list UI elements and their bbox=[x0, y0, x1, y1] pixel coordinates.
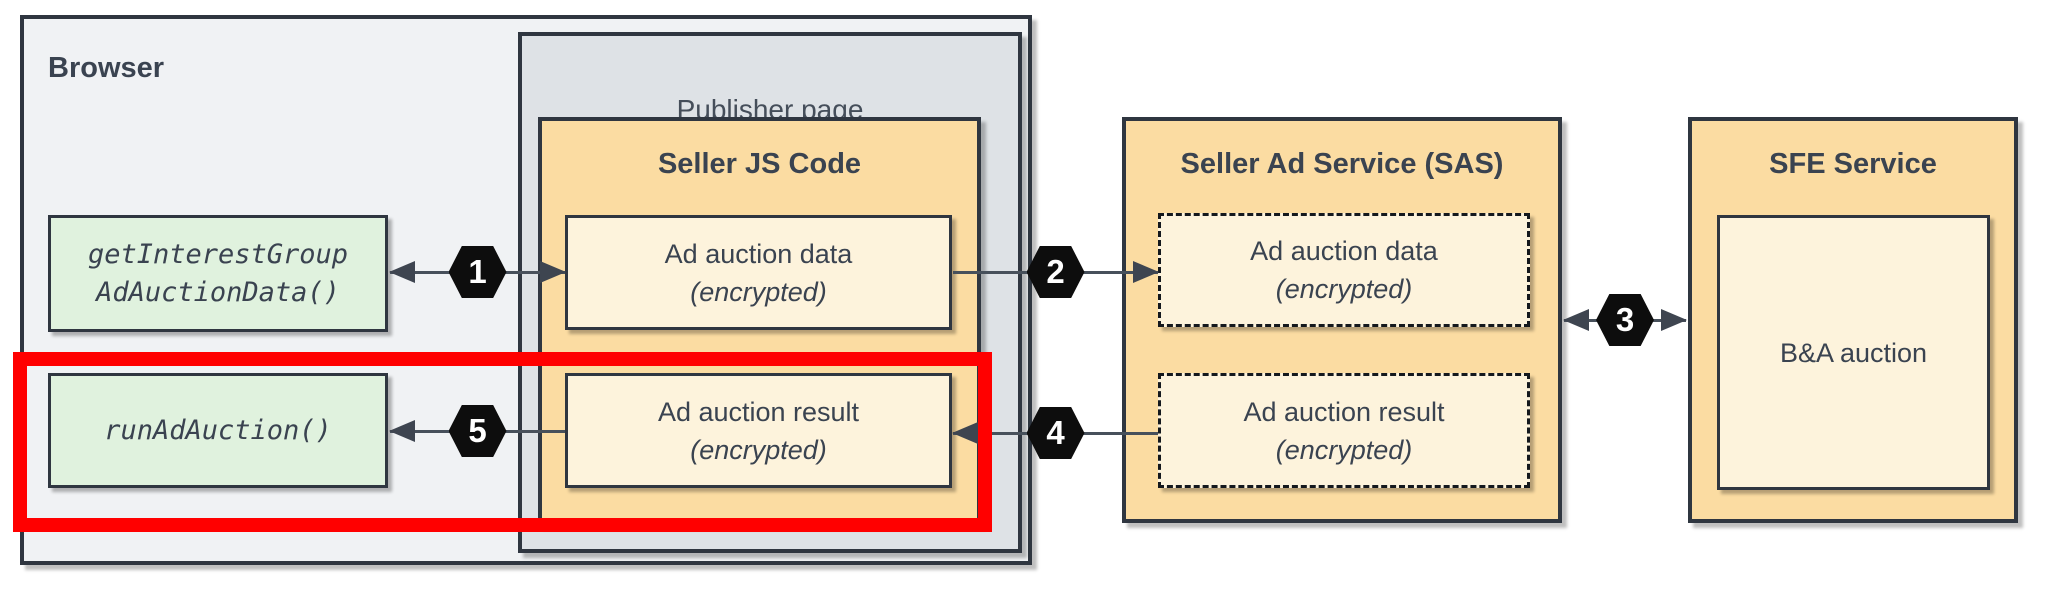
api-call-line: runAdAuction() bbox=[104, 414, 332, 446]
box-label-line: Ad auction data bbox=[1250, 236, 1438, 266]
sas-ad-auction-data-box: Ad auction data (encrypted) bbox=[1158, 213, 1530, 327]
highlight-red-box bbox=[13, 352, 992, 532]
run-ad-auction-box: runAdAuction() bbox=[48, 373, 388, 488]
get-interest-group-ad-auction-data-box: getInterestGroup AdAuctionData() bbox=[48, 215, 388, 332]
box-label-line: Ad auction result bbox=[1243, 396, 1445, 427]
step-4-badge: 4 bbox=[1026, 407, 1085, 459]
box-label-line: Ad auction result bbox=[657, 396, 860, 427]
encrypted-note: (encrypted) bbox=[1275, 434, 1413, 465]
ba-auction-box: B&A auction bbox=[1717, 215, 1990, 490]
arrowhead-right-icon bbox=[1661, 309, 1687, 331]
js-ad-auction-result-box: Ad auction result (encrypted) bbox=[565, 373, 952, 488]
box-label-line: B&A auction bbox=[1779, 337, 1928, 368]
step-3-badge: 3 bbox=[1596, 294, 1654, 346]
arrowhead-left-icon bbox=[1563, 309, 1589, 331]
encrypted-note: (encrypted) bbox=[690, 434, 827, 465]
step-number: 2 bbox=[1046, 253, 1065, 290]
step-number: 3 bbox=[1615, 301, 1635, 338]
arrowhead-left-icon bbox=[389, 420, 415, 442]
box-label-line: Ad auction data bbox=[664, 238, 853, 269]
step-5-badge: 5 bbox=[448, 405, 507, 457]
encrypted-note: (encrypted) bbox=[1275, 274, 1413, 304]
step-2-badge: 2 bbox=[1026, 246, 1085, 298]
arrowhead-right-icon bbox=[540, 261, 566, 283]
api-call-line: AdAuctionData() bbox=[96, 276, 340, 308]
step-number: 5 bbox=[468, 412, 487, 449]
step-1-badge: 1 bbox=[448, 246, 507, 298]
sfe-service-title: SFE Service bbox=[1769, 148, 1937, 180]
arrowhead-right-icon bbox=[1133, 261, 1159, 283]
sas-ad-auction-result-box: Ad auction result (encrypted) bbox=[1158, 373, 1530, 488]
arrowhead-left-icon bbox=[952, 422, 978, 444]
encrypted-note: (encrypted) bbox=[690, 276, 827, 307]
seller-js-code-title: Seller JS Code bbox=[657, 148, 862, 180]
arrowhead-left-icon bbox=[389, 261, 415, 283]
step-number: 4 bbox=[1046, 414, 1065, 451]
api-call-line: getInterestGroup bbox=[87, 238, 349, 270]
step-number: 1 bbox=[468, 253, 487, 290]
browser-label: Browser bbox=[48, 52, 165, 84]
seller-ad-service-title: Seller Ad Service (SAS) bbox=[1180, 148, 1504, 180]
js-ad-auction-data-box: Ad auction data (encrypted) bbox=[565, 215, 952, 330]
